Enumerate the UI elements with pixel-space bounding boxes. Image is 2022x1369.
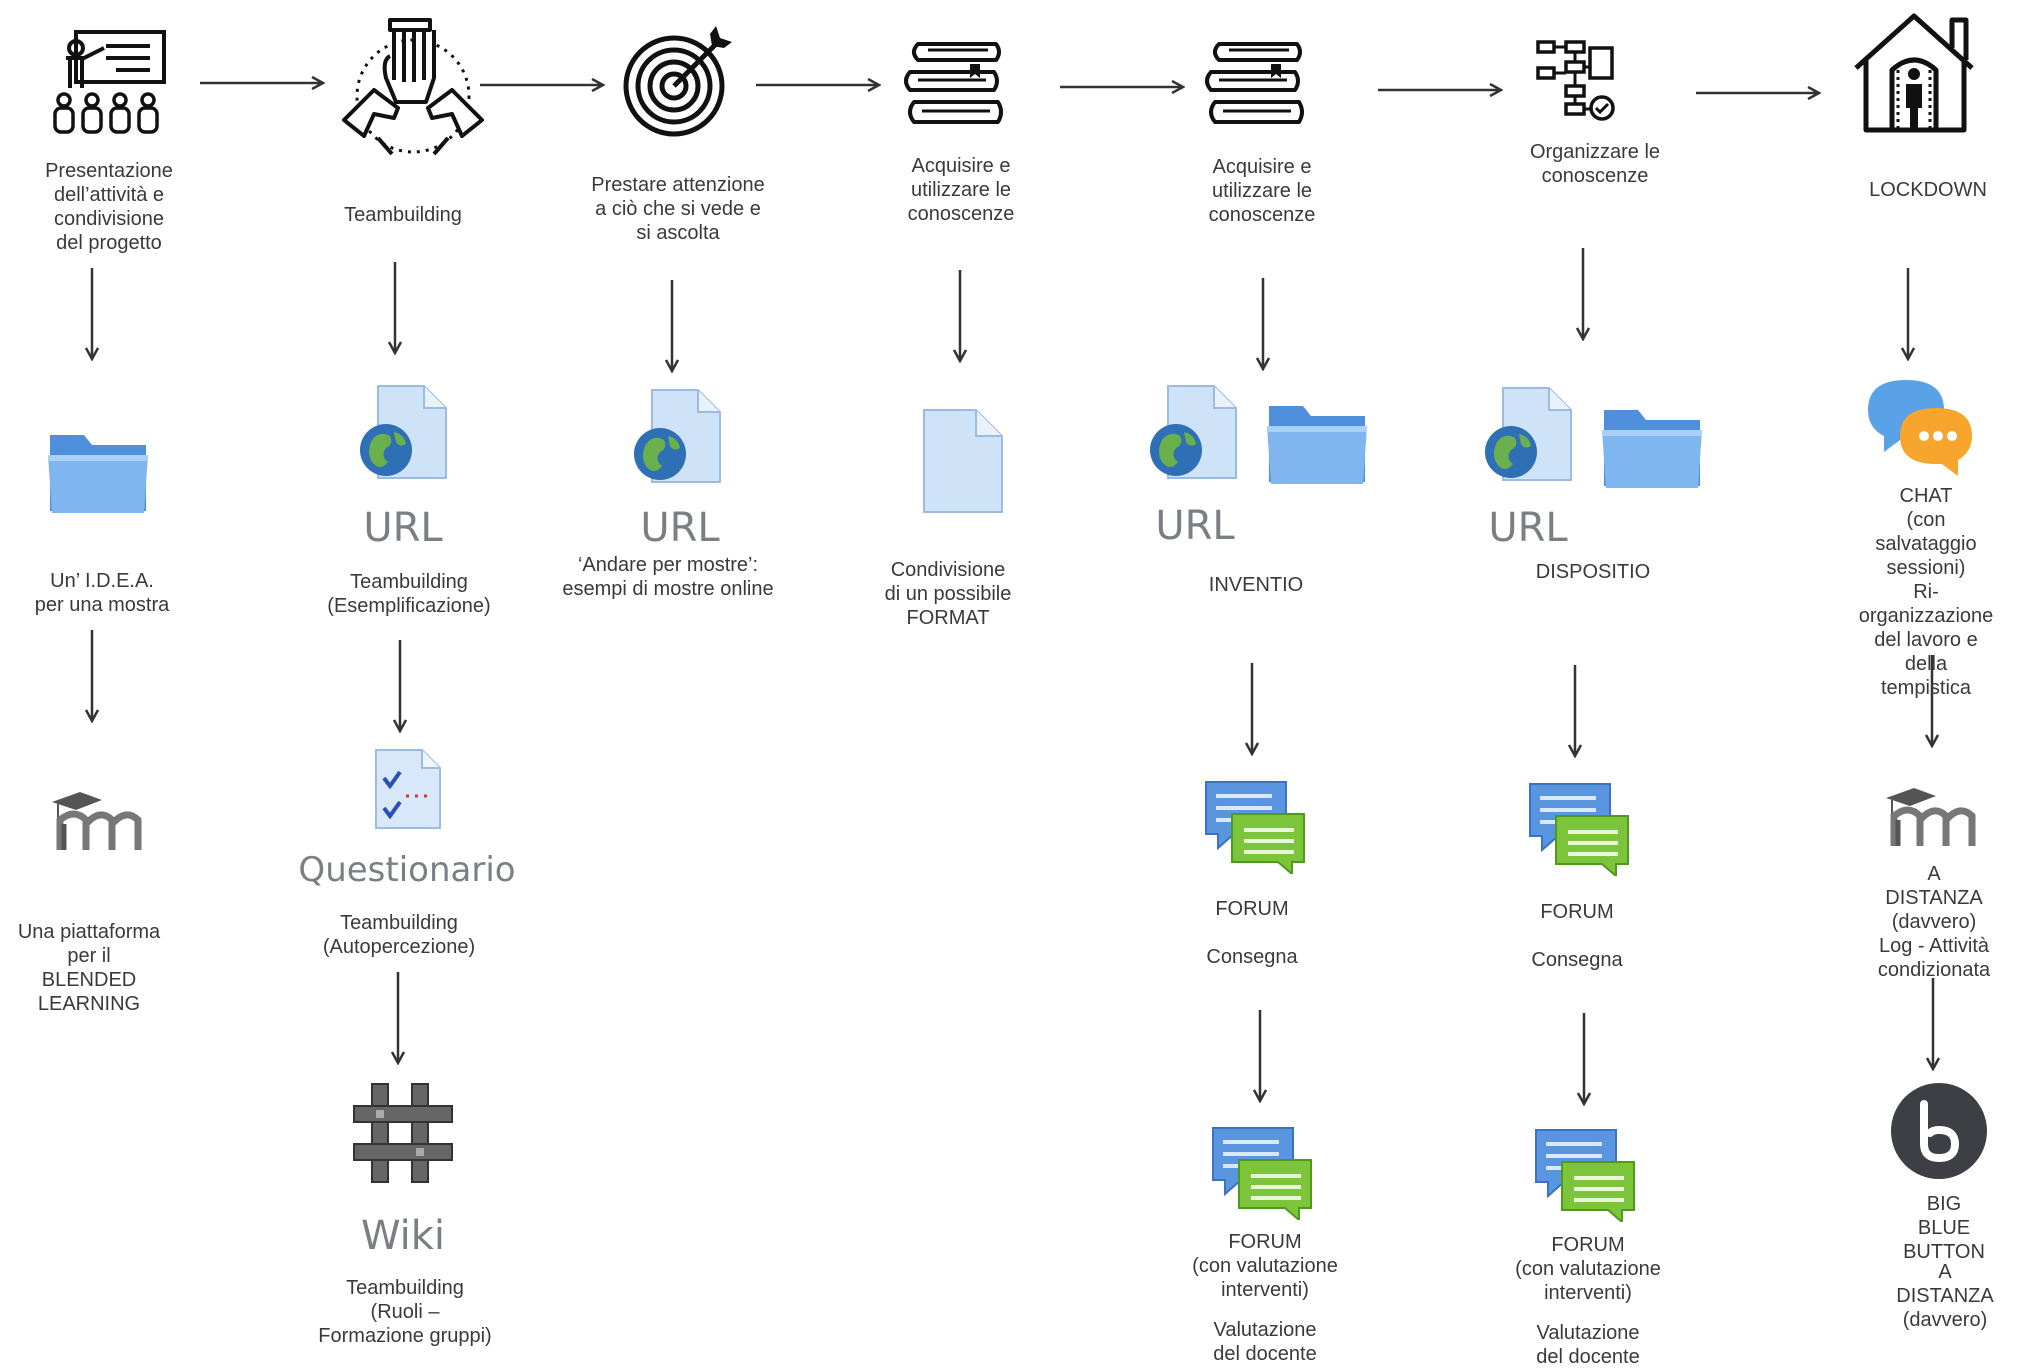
books-icon [904, 42, 1003, 124]
col5-url-label: URL [1155, 503, 1235, 549]
url-globe-icon [1150, 385, 1237, 479]
col4-title: Acquisire e utilizzare le conoscenze [907, 155, 1015, 225]
col2-wiki-label: Wiki [360, 1213, 446, 1259]
flowchart-icon [1536, 40, 1615, 121]
url-globe-icon [634, 389, 721, 483]
forum-icon [1529, 783, 1629, 876]
col5-forum1-sub: Consegna [1206, 946, 1298, 968]
col6-forum2-sub: Valutazione del docente [1536, 1322, 1640, 1368]
col7-bbb-label: BIG BLUE BUTTON [1903, 1193, 1985, 1263]
col3-title: Prestare attenzione a ciò che si vede e … [591, 174, 765, 244]
col1-item1: Un’ I.D.E.A. per una mostra [34, 570, 170, 616]
books-icon [1205, 42, 1304, 124]
col6-item1-text: DISPOSITIO [1535, 561, 1651, 583]
col7-bbb-sub: A DISTANZA (davvero) [1896, 1261, 1994, 1331]
file-icon [923, 409, 1003, 513]
col7-item1-text: CHAT (con salvataggio sessioni) Ri-organ… [1858, 485, 1994, 699]
teamwork-hands-icon [342, 18, 484, 156]
forum-icon [1205, 781, 1305, 874]
col1-item2: Una piattaforma per il BLENDED LEARNING [17, 921, 161, 1015]
col7-item2-text: A DISTANZA (davvero) Log - Attività cond… [1877, 863, 1991, 981]
col2-title: Teambuilding [344, 204, 462, 226]
moodle-logo-icon [52, 792, 142, 850]
col2-item3-text: Teambuilding (Ruoli – Formazione gruppi) [318, 1277, 492, 1347]
col6-forum2-label: FORUM (con valutazione interventi) [1515, 1234, 1661, 1304]
wiki-icon [353, 1083, 453, 1183]
col5-title: Acquisire e utilizzare le conoscenze [1208, 156, 1316, 226]
moodle-logo-icon [1886, 788, 1976, 846]
col5-forum2-sub: Valutazione del docente [1213, 1319, 1317, 1365]
col3-item1-text: ‘Andare per mostre’: esempi di mostre on… [562, 554, 774, 600]
folder-icon [48, 435, 148, 513]
col6-forum1-label: FORUM [1540, 901, 1614, 923]
col5-forum2-label: FORUM (con valutazione interventi) [1192, 1231, 1338, 1301]
col7-title: LOCKDOWN [1869, 179, 1987, 201]
col2-item2-text: Teambuilding (Autopercezione) [322, 912, 476, 958]
col5-item1-text: INVENTIO [1208, 574, 1304, 596]
forum-icon [1535, 1129, 1635, 1222]
presentation-icon [53, 30, 166, 134]
forum-icon [1212, 1127, 1312, 1220]
col6-forum1-sub: Consegna [1531, 949, 1623, 971]
col2-url-label: URL [363, 505, 443, 551]
col6-title: Organizzare le conoscenze [1529, 141, 1661, 187]
col1-title: Presentazione dell’attività e condivisio… [45, 160, 173, 254]
col6-url-label: URL [1488, 505, 1568, 551]
url-globe-icon [1485, 387, 1572, 481]
col2-item1-text: Teambuilding (Esemplificazione) [327, 571, 491, 617]
target-icon [623, 26, 732, 137]
folder-icon [1602, 410, 1702, 488]
col5-forum1-label: FORUM [1215, 898, 1289, 920]
col2-questionario-label: Questionario [298, 850, 516, 890]
bigbluebutton-icon [1891, 1083, 1987, 1179]
chat-icon [1868, 380, 1972, 476]
questionnaire-icon [375, 749, 441, 829]
col4-item1-text: Condivisione di un possibile FORMAT [884, 559, 1012, 629]
home-lockdown-icon [1854, 13, 1974, 133]
col3-url-label: URL [640, 505, 720, 551]
folder-icon [1267, 406, 1367, 484]
url-globe-icon [360, 385, 447, 479]
